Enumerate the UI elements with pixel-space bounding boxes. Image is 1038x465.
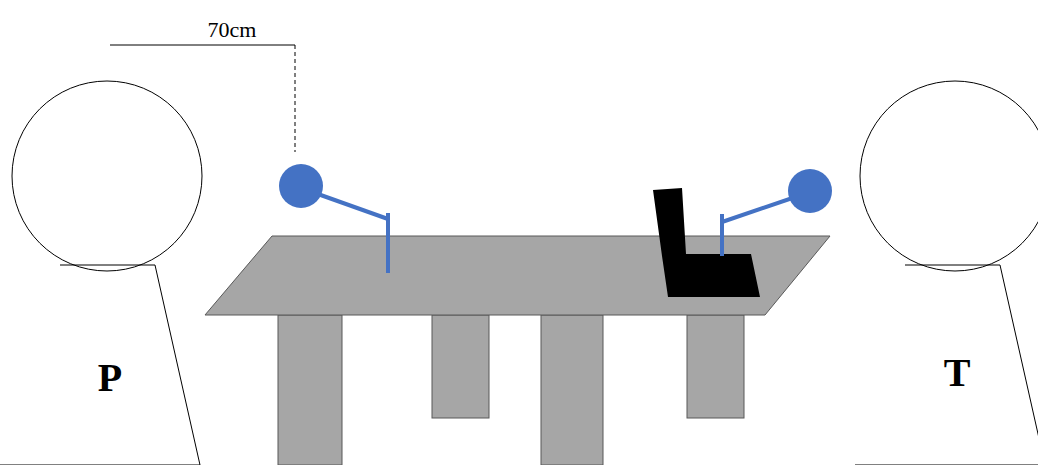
left-microphone	[279, 164, 388, 273]
table-leg	[278, 315, 342, 465]
person-label: T	[944, 353, 971, 393]
person-outline	[10, 80, 210, 465]
table-leg	[687, 315, 744, 418]
table-leg	[541, 315, 603, 465]
person-figure: T	[855, 80, 1038, 465]
table-leg	[432, 315, 489, 418]
device-stand	[653, 188, 760, 297]
person-outline	[855, 80, 1038, 465]
person-label: P	[98, 358, 122, 398]
person-figure: P	[10, 80, 210, 465]
right-microphone	[722, 169, 832, 256]
dimension-label: 70cm	[206, 19, 259, 41]
